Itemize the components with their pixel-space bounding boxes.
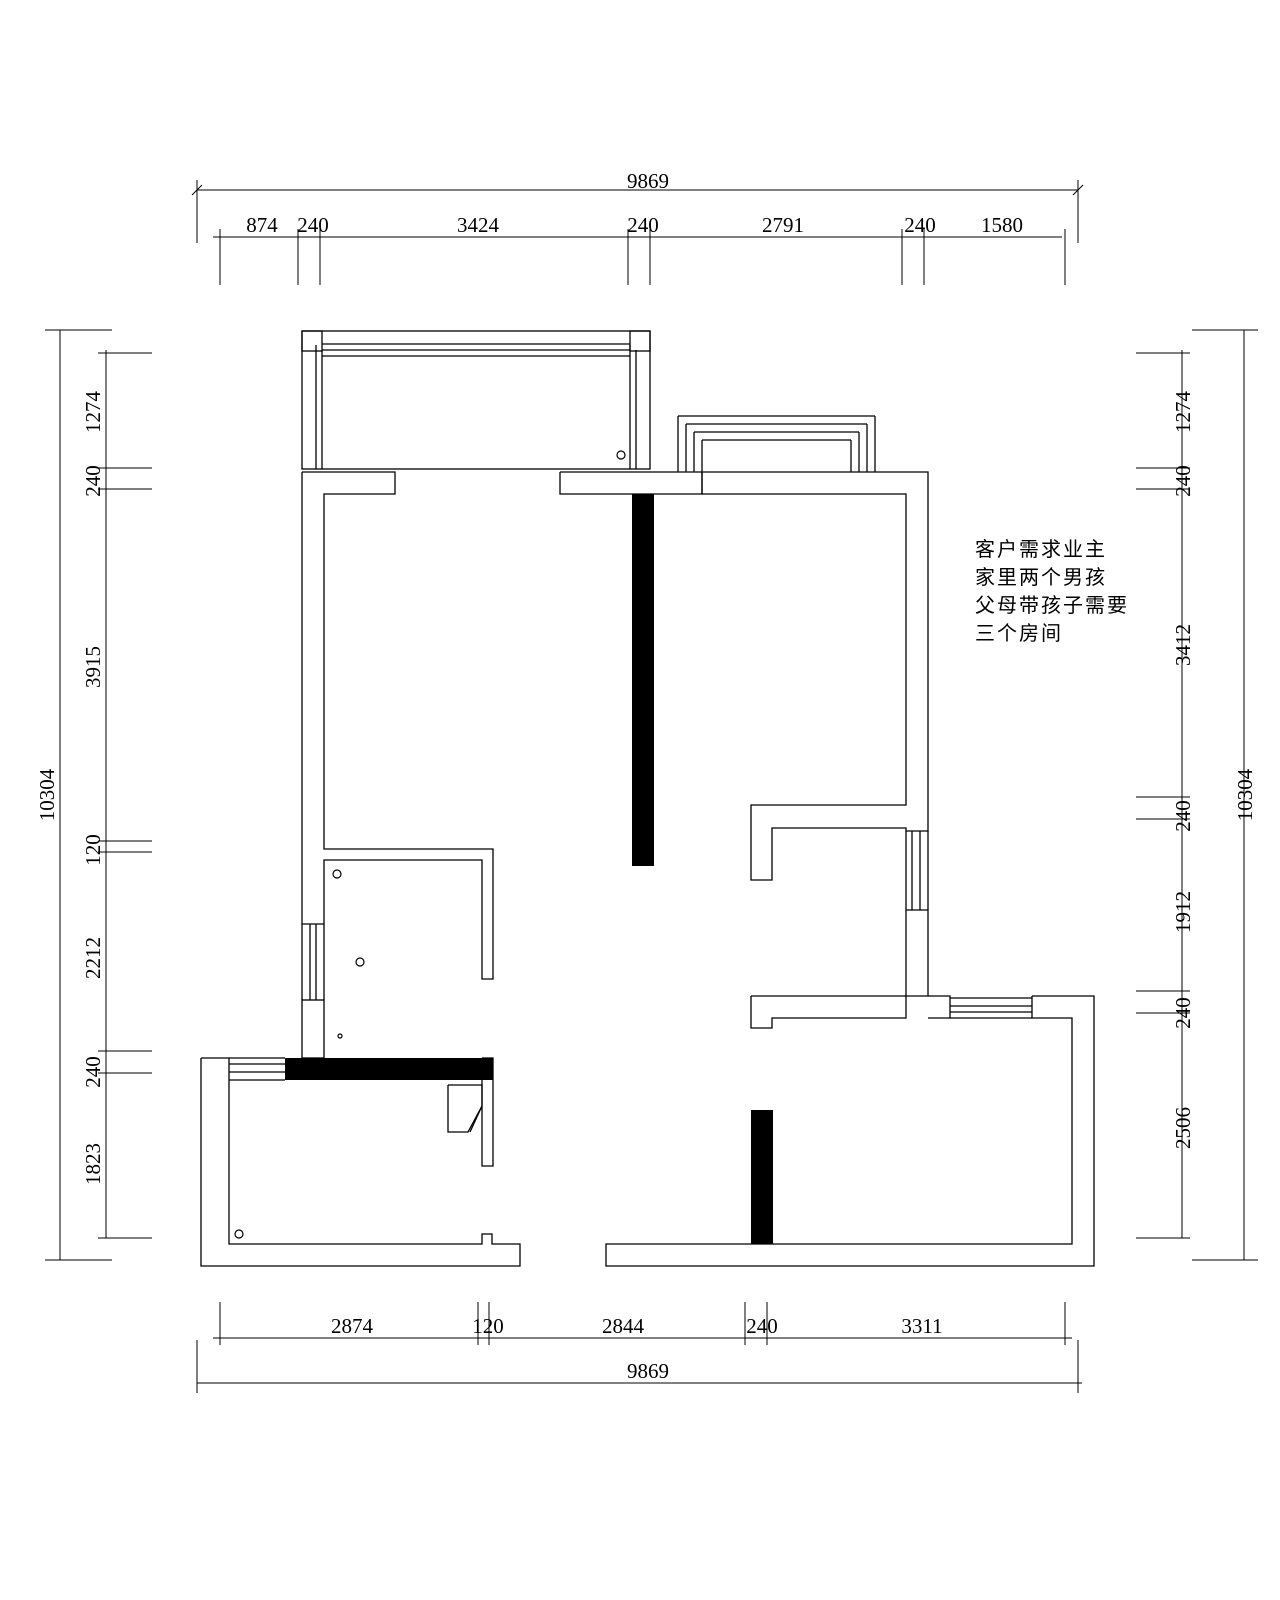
- dim-right-segment: 240: [1171, 997, 1195, 1029]
- dim-left-segment: 1274: [81, 391, 105, 434]
- dim-top-segment: 874: [246, 213, 278, 237]
- dim-top-segment: 1580: [981, 213, 1023, 237]
- dim-top-total: 9869: [627, 169, 669, 193]
- dim-right-segment: 3412: [1171, 624, 1195, 666]
- dim-bottom-segment: 120: [472, 1314, 504, 1338]
- dim-top-segment: 2791: [762, 213, 804, 237]
- fixtures: [234, 450, 626, 1239]
- dim-right-segment: 1274: [1171, 391, 1195, 434]
- note-line: 家里两个男孩: [975, 565, 1107, 589]
- dim-bottom-total: 9869: [627, 1359, 669, 1383]
- dim-top-segment: 3424: [457, 213, 500, 237]
- dim-right-total: 10304: [1233, 768, 1257, 821]
- bearing-walls: [285, 494, 773, 1244]
- note-line: 客户需求业主: [975, 537, 1107, 561]
- dim-left-total: 10304: [35, 768, 59, 821]
- dim-bottom-segment: 240: [746, 1314, 778, 1338]
- dim-left-segment: 240: [81, 465, 105, 497]
- dim-right-segment: 1912: [1171, 891, 1195, 933]
- dim-right-segment: 240: [1171, 800, 1195, 832]
- dimension-lines: [45, 180, 1258, 1393]
- note-line: 父母带孩子需要: [975, 593, 1129, 617]
- dim-bottom-segment: 3311: [901, 1314, 942, 1338]
- dim-left-segment: 120: [81, 834, 105, 866]
- dim-bottom-segment: 2874: [331, 1314, 374, 1338]
- dim-right-segment: 240: [1171, 465, 1195, 497]
- dim-top-segment: 240: [627, 213, 659, 237]
- walls: [200, 330, 1095, 1267]
- dim-top-segment: 240: [297, 213, 329, 237]
- note-line: 三个房间: [975, 621, 1063, 645]
- dim-top-segment: 240: [904, 213, 936, 237]
- dim-left-segment: 240: [81, 1056, 105, 1088]
- dim-right-segment: 2506: [1171, 1107, 1195, 1149]
- dim-bottom-segment: 2844: [602, 1314, 645, 1338]
- dim-left-segment: 1823: [81, 1143, 105, 1185]
- dim-left-segment: 2212: [81, 937, 105, 979]
- dim-left-segment: 3915: [81, 646, 105, 688]
